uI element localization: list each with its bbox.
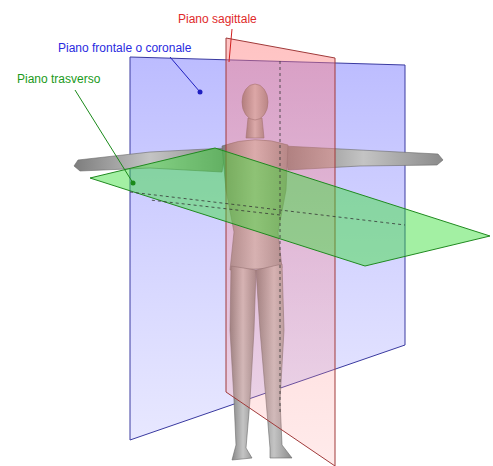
plane-intersections — [130, 61, 405, 415]
plane-label: Piano trasverso — [17, 72, 100, 86]
transverse-plane — [90, 148, 490, 266]
plane-label: Piano frontale o coronale — [58, 41, 191, 55]
sagittal-plane — [226, 38, 335, 466]
plane-label: Piano sagittale — [178, 12, 257, 26]
